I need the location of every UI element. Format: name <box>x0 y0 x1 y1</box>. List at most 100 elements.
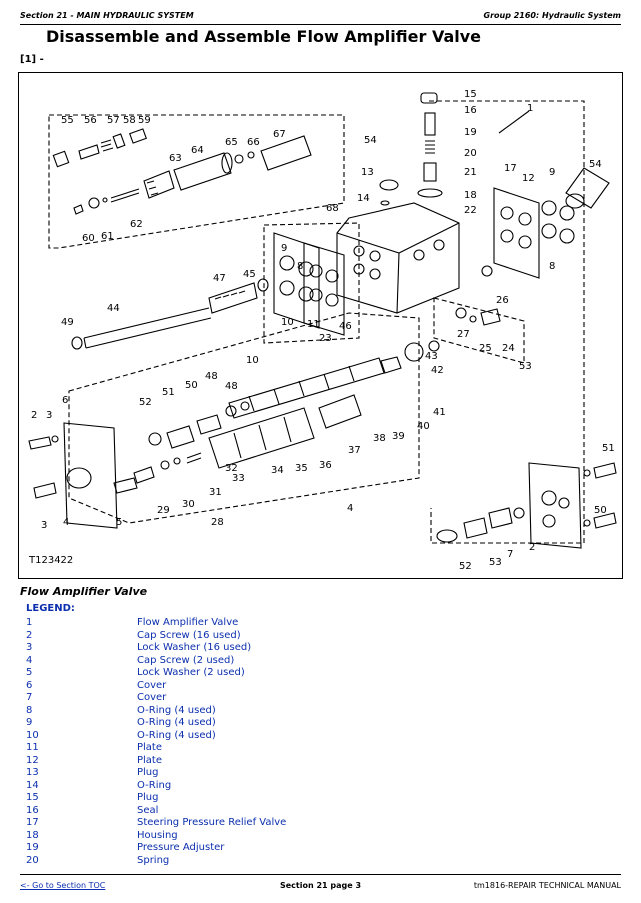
legend-item: 2 Cap Screw (16 used) <box>26 630 586 643</box>
callout-3: 3 <box>46 410 52 421</box>
callout-5: 5 <box>116 517 122 528</box>
callout-68: 68 <box>326 203 339 214</box>
legend-desc: O-Ring (4 used) <box>137 717 216 728</box>
callout-27: 27 <box>457 329 470 340</box>
callout-65: 65 <box>225 137 238 148</box>
legend-desc: Cap Screw (16 used) <box>137 629 241 641</box>
legend-num: 8 <box>26 704 33 716</box>
callout-54: 54 <box>364 135 377 146</box>
legend-title: LEGEND: <box>26 603 75 614</box>
callout-62: 62 <box>130 219 143 230</box>
legend-desc: Lock Washer (16 used) <box>137 642 252 653</box>
callout-2: 2 <box>31 410 37 421</box>
legend-num: 15 <box>26 792 39 803</box>
callout-4: 4 <box>347 503 353 514</box>
callout-31: 31 <box>209 487 222 498</box>
callout-34: 34 <box>271 465 284 476</box>
callout-38: 38 <box>373 433 386 444</box>
callout-14: 14 <box>357 193 370 204</box>
callout-30: 30 <box>182 499 195 510</box>
legend-num: 10 <box>26 729 39 741</box>
group-box-24 <box>433 297 525 364</box>
legend-desc: Spring <box>137 854 170 866</box>
legend-num: 19 <box>26 842 39 853</box>
callout-22: 22 <box>464 205 477 216</box>
legend-num: 14 <box>26 779 39 791</box>
legend-item: 7 Cover <box>26 692 586 705</box>
callout-25: 25 <box>479 343 492 354</box>
callout-12: 12 <box>522 173 535 184</box>
legend-item: 1 Flow Amplifier Valve <box>26 617 586 630</box>
callout-48: 48 <box>225 381 238 392</box>
legend-num: 17 <box>26 817 39 828</box>
callout-42: 42 <box>431 365 444 376</box>
callout-24: 24 <box>502 343 515 354</box>
legend-num: 12 <box>26 754 39 766</box>
legend-item: 15 Plug <box>26 792 586 805</box>
legend-desc: O-Ring (4 used) <box>137 704 216 716</box>
legend-desc: Plug <box>137 767 159 778</box>
legend-num: 4 <box>26 654 33 666</box>
legend-item: 17 Steering Pressure Relief Valve <box>26 817 586 830</box>
callout-8: 8 <box>297 261 303 272</box>
legend-num: 7 <box>26 692 33 703</box>
legend-desc: Cover <box>137 692 167 703</box>
legend-desc: Plug <box>137 792 159 803</box>
legend-desc: Steering Pressure Relief Valve <box>137 817 287 828</box>
callout-67: 67 <box>273 129 286 140</box>
legend-item: 10 O-Ring (4 used) <box>26 730 586 743</box>
page-header: Section 21 - MAIN HYDRAULIC SYSTEM Group… <box>20 8 621 25</box>
callout-21: 21 <box>464 167 477 178</box>
legend-num: 13 <box>26 767 39 778</box>
legend-num: 5 <box>26 667 33 678</box>
callout-45: 45 <box>243 269 256 280</box>
callout-26: 26 <box>496 295 509 306</box>
legend-desc: Cover <box>137 679 167 691</box>
callout-18: 18 <box>464 190 477 201</box>
callout-56: 56 <box>84 115 97 126</box>
legend-item: 13 Plug <box>26 767 586 780</box>
callout-43: 43 <box>425 351 438 362</box>
callout-54: 54 <box>589 159 602 170</box>
callout-64: 64 <box>191 145 204 156</box>
legend-item: 8 O-Ring (4 used) <box>26 705 586 718</box>
callout-46: 46 <box>339 321 352 332</box>
toc-link[interactable]: <- Go to Section TOC <box>20 881 106 890</box>
callout-50: 50 <box>185 380 198 391</box>
callout-63: 63 <box>169 153 182 164</box>
section-label: Section 21 - MAIN HYDRAULIC SYSTEM <box>20 11 194 20</box>
callout-3: 3 <box>41 520 47 531</box>
callout-52: 52 <box>139 397 152 408</box>
callout-1: 1 <box>527 103 533 114</box>
callout-11: 11 <box>307 319 320 330</box>
group-box-1 <box>429 100 585 544</box>
legend-num: 2 <box>26 629 33 641</box>
legend-num: 1 <box>26 617 33 628</box>
legend-desc: Plate <box>137 754 163 766</box>
callout-61: 61 <box>101 231 114 242</box>
callout-15: 15 <box>464 89 477 100</box>
legend-num: 6 <box>26 679 33 691</box>
callout-57: 57 <box>107 115 120 126</box>
callout-2: 2 <box>529 542 535 553</box>
reference-marker: [1] - <box>20 54 44 65</box>
callout-33: 33 <box>232 473 245 484</box>
legend-desc: Flow Amplifier Valve <box>137 617 239 628</box>
callout-9: 9 <box>281 243 287 254</box>
diagram-svg: 5556575859546364656667606162131468151619… <box>28 89 617 572</box>
legend-num: 11 <box>26 742 39 753</box>
legend-desc: Lock Washer (2 used) <box>137 667 245 678</box>
callout-16: 16 <box>464 105 477 116</box>
legend-desc: Pressure Adjuster <box>137 842 225 853</box>
legend-desc: O-Ring (4 used) <box>137 729 216 741</box>
callout-32: 32 <box>225 463 238 474</box>
callout-23: 23 <box>319 333 332 344</box>
